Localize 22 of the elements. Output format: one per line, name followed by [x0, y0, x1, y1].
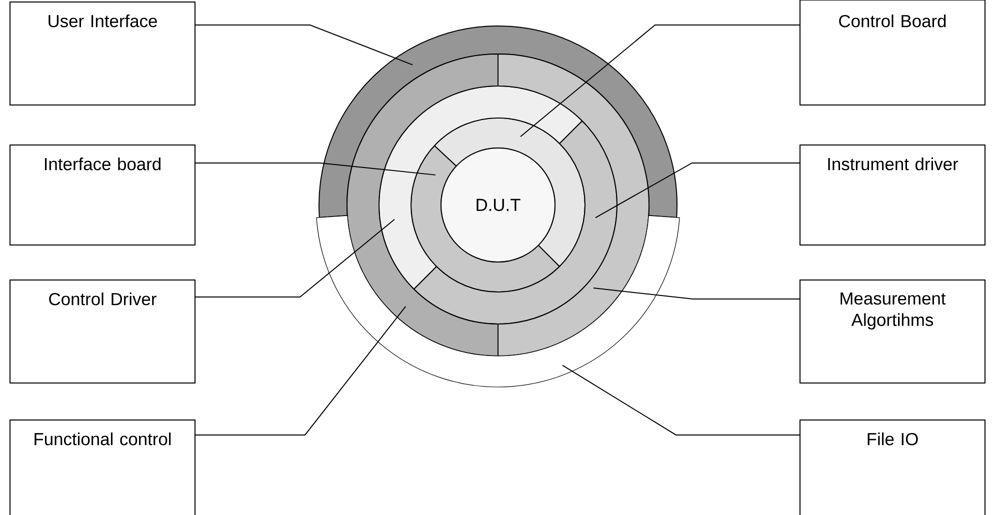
label-box: Interface board: [10, 144, 196, 246]
leader-line: [520, 24, 800, 138]
leader-line: [195, 218, 395, 298]
leader-line: [195, 24, 413, 66]
ring-segment: [318, 26, 678, 218]
leader-line: [562, 364, 800, 436]
ring-segment: [413, 120, 618, 324]
ring-segment: [378, 86, 583, 290]
label-box: Functional control: [10, 419, 196, 515]
label-box: User Interface: [10, 2, 196, 106]
leader-line: [595, 162, 800, 218]
label-box: File IO: [800, 419, 986, 515]
leader-line: [195, 162, 436, 176]
ring-segment: [410, 145, 560, 292]
ring-segment: [434, 117, 586, 267]
label-box: Measurement Algortihms: [800, 279, 986, 384]
label-box: Control Driver: [10, 279, 196, 384]
label-box: Instrument driver: [800, 144, 986, 246]
ring-segment: [316, 215, 680, 387]
leader-line: [195, 306, 406, 436]
leader-line: [593, 288, 800, 300]
label-box: Control Board: [800, 0, 986, 106]
